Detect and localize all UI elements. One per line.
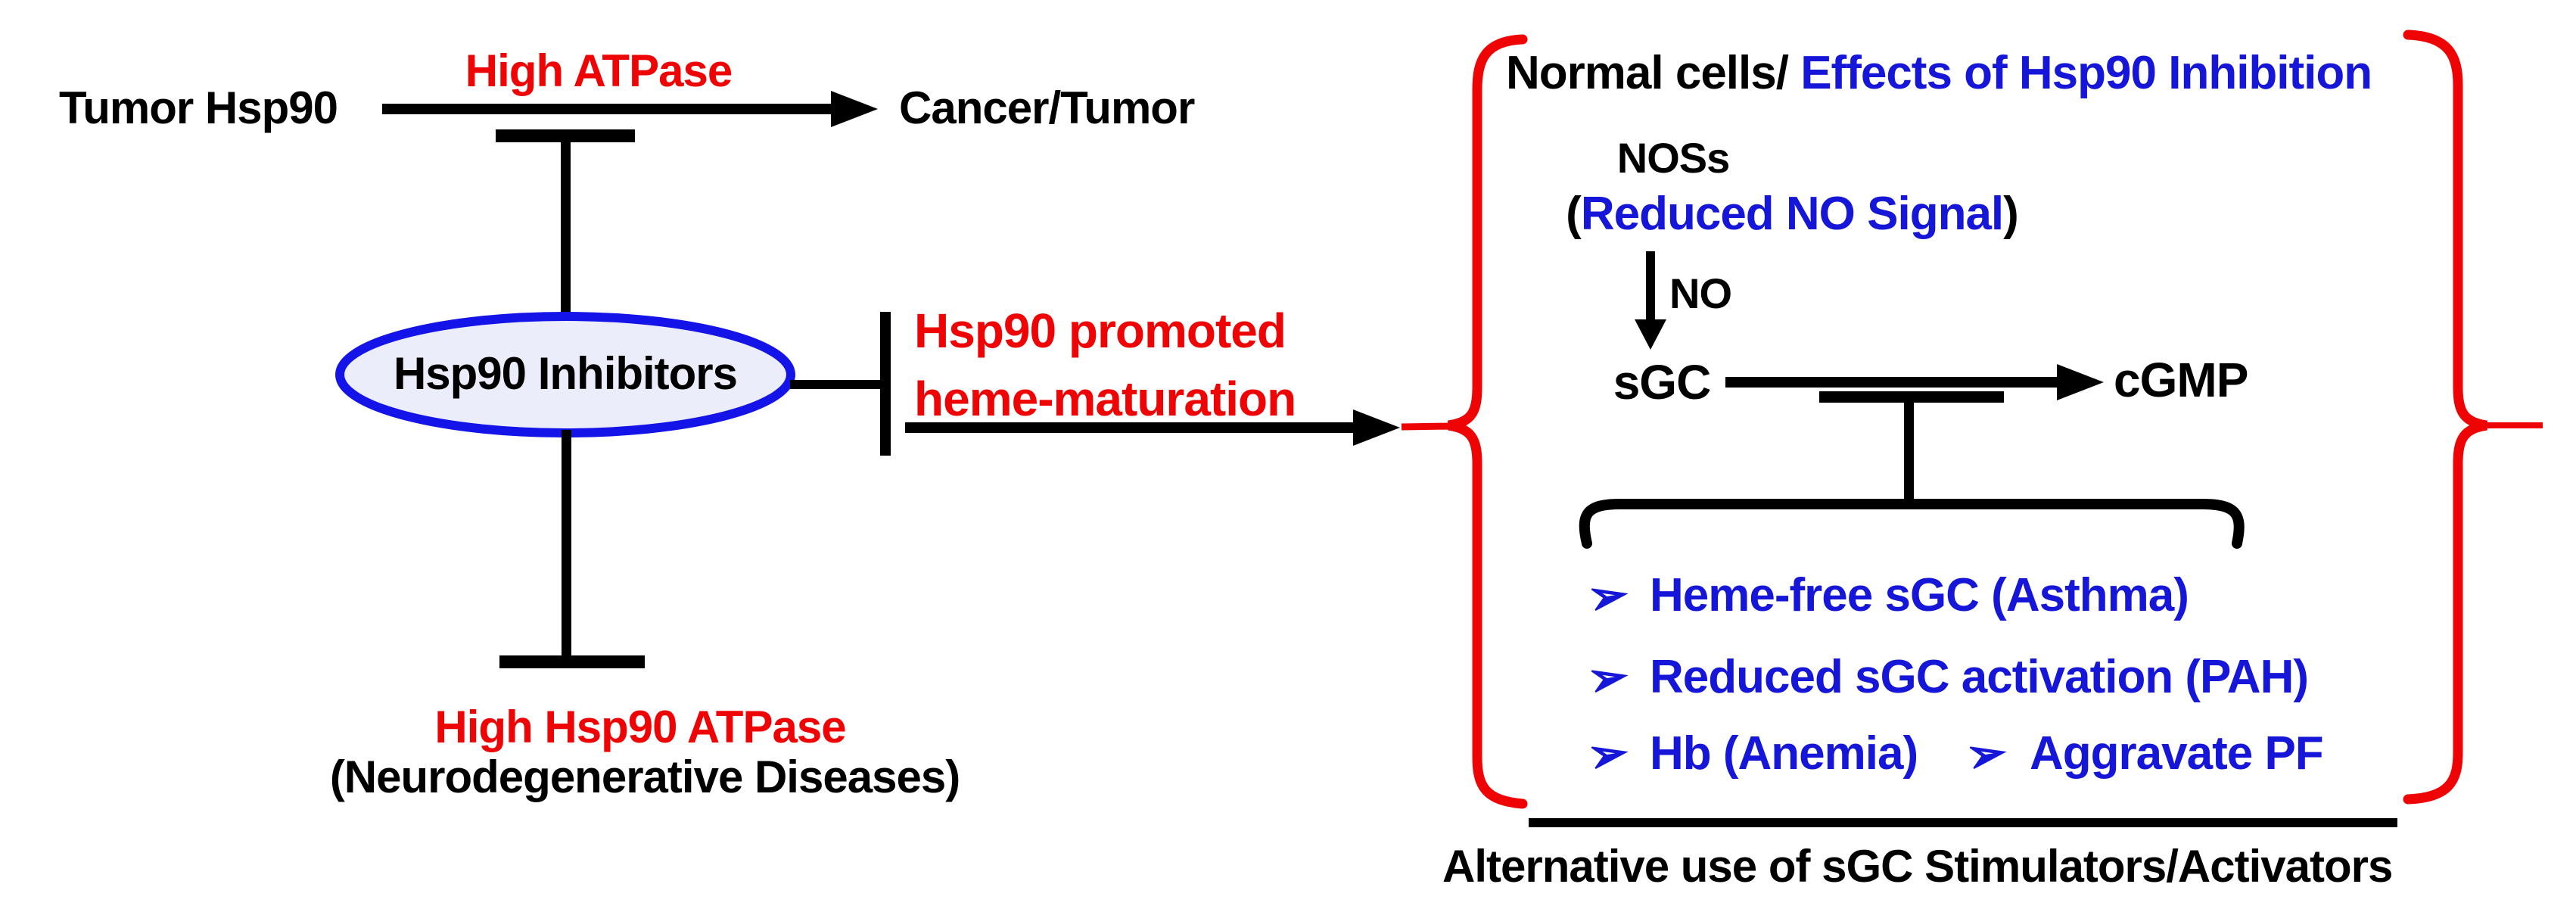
cancer-tumor-label: Cancer/Tumor: [899, 82, 1195, 133]
bullet-hb-anemia: Hb (Anemia): [1650, 727, 1918, 780]
sgc-to-cgmp-arrowhead-icon: [2057, 364, 2104, 400]
reduced-no-blue: Reduced NO Signal: [1580, 188, 2004, 240]
brace-left-stub: [1401, 422, 1452, 431]
arrow-bullet-icon: ➢: [1583, 723, 1632, 785]
red-brace-right: [2403, 30, 2488, 805]
sgc-label: sGC: [1613, 355, 1712, 409]
no-label: NO: [1669, 269, 1732, 317]
tumor-hsp90-label: Tumor Hsp90: [59, 82, 338, 133]
tbar-bottom-bar: [499, 655, 645, 668]
panel-header: Normal cells/ Effects of Hsp90 Inhibitio…: [1506, 50, 2372, 97]
tbar-sgc-stem: [1904, 401, 1914, 506]
red-brace-left: [1447, 34, 1528, 809]
bullet-reduced-sgc-activation: Reduced sGC activation (PAH): [1650, 651, 2309, 703]
no-down-arrowhead-icon: [1635, 319, 1666, 350]
panel-header-blue: Effects of Hsp90 Inhibition: [1787, 47, 2372, 99]
arrow-bullet-icon: ➢: [1583, 565, 1632, 627]
tbar-sgc-bar: [1819, 391, 2004, 403]
arrow-bullet-icon: ➢: [1583, 646, 1632, 708]
heme-maturation-line1: Hsp90 promoted: [914, 304, 1286, 358]
arrow-bullet-icon: ➢: [1962, 723, 2011, 785]
neurodegenerative-label: (Neurodegenerative Diseases): [329, 752, 960, 802]
reduced-no-signal-label: (Reduced NO Signal): [1566, 188, 2019, 240]
bullet-bracket: [1579, 499, 2245, 549]
tbar-middle-stem: [880, 312, 891, 456]
cgmp-label: cGMP: [2114, 353, 2248, 407]
bullet-aggravate-pf: Aggravate PF: [2030, 727, 2324, 780]
heme-maturation-line2: heme-maturation: [914, 372, 1296, 426]
bullet-heme-free-sgc: Heme-free sGC (Asthma): [1650, 569, 2189, 621]
high-hsp90-atpase-label: High Hsp90 ATPase: [434, 702, 846, 752]
high-atpase-label: High ATPase: [465, 45, 733, 96]
ellipse-right-connector: [790, 380, 882, 389]
tbar-top-bar: [496, 129, 635, 142]
reduced-no-paren-close: ): [2003, 188, 2019, 240]
heme-to-brace-arrowhead-icon: [1353, 409, 1400, 446]
tbar-top-stem: [561, 141, 571, 319]
tumor-to-cancer-arrowhead-icon: [831, 91, 878, 127]
noss-label: NOSs: [1616, 134, 1730, 182]
tbar-bottom-stem: [562, 430, 571, 657]
hsp90-inhibitors-label: Hsp90 Inhibitors: [393, 348, 738, 399]
panel-header-black: Normal cells/: [1506, 47, 1789, 99]
caption-overline: [1529, 818, 2397, 827]
reduced-no-paren-open: (: [1566, 188, 1582, 240]
alternative-use-caption: Alternative use of sGC Stimulators/Activ…: [1442, 841, 2393, 892]
